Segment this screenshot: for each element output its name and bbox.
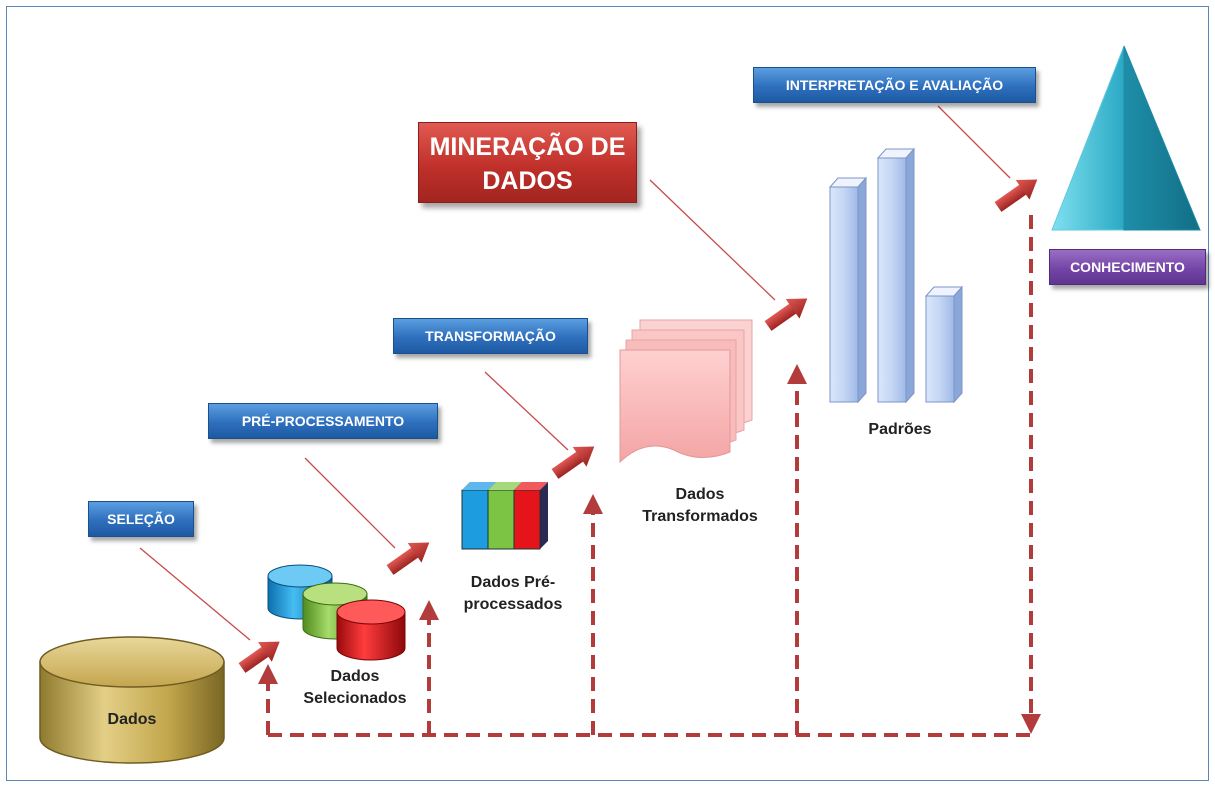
mineracao-line-2: DADOS <box>482 167 573 195</box>
label-connector-lines <box>139 105 1011 641</box>
stage-arrow-5 <box>994 179 1038 212</box>
pattern-bar-3 <box>924 285 964 404</box>
dados-pre-processados-line-1: Dados Pré- <box>470 574 556 591</box>
dados-selecionados-caption: Dados Selecionados <box>290 666 420 710</box>
stage-arrow-2 <box>386 542 430 575</box>
transformed-data-pages <box>619 319 753 464</box>
mineracao-line-1: MINERAÇÃO DE <box>429 133 626 161</box>
padroes-caption: Padrões <box>868 421 932 438</box>
pattern-bar-1 <box>828 176 868 404</box>
dados-pre-processados-caption: Dados Pré- processados <box>448 572 578 616</box>
red-cylinder <box>336 599 406 661</box>
step-mineracao-label: MINERAÇÃO DE DADOS <box>418 122 637 203</box>
dados-caption: Dados <box>107 711 157 728</box>
step-transformacao-label: TRANSFORMAÇÃO <box>393 318 588 354</box>
step-selecao-label: SELEÇÃO <box>88 501 194 537</box>
diagram-frame <box>6 6 1209 781</box>
dados-transformados-caption: Dados Transformados <box>630 484 770 528</box>
feedback-dashed-lines <box>266 215 1036 737</box>
conhecimento-label: CONHECIMENTO <box>1049 249 1206 285</box>
dados-pre-processados-line-2: processados <box>463 596 563 613</box>
preprocessed-data-blocks <box>461 482 548 550</box>
dados-transformados-line-2: Transformados <box>642 508 758 525</box>
pattern-bar-2 <box>876 147 916 404</box>
stage-arrow-4 <box>764 298 808 331</box>
step-interpretacao-label: INTERPRETAÇÃO E AVALIAÇÃO <box>753 67 1036 103</box>
dados-selecionados-line-2: Selecionados <box>303 690 407 707</box>
stage-arrow-3 <box>551 446 595 479</box>
selected-data-cylinders <box>267 564 406 661</box>
knowledge-pyramid <box>1051 45 1201 231</box>
dados-transformados-line-1: Dados <box>675 486 725 503</box>
dados-cylinder <box>39 636 225 764</box>
stage-arrow-1 <box>238 641 280 673</box>
feedback-arrowheads <box>258 364 1041 734</box>
step-pre-processamento-label: PRÉ-PROCESSAMENTO <box>208 403 438 439</box>
patterns-bars <box>828 147 964 404</box>
dados-selecionados-line-1: Dados <box>330 668 380 685</box>
